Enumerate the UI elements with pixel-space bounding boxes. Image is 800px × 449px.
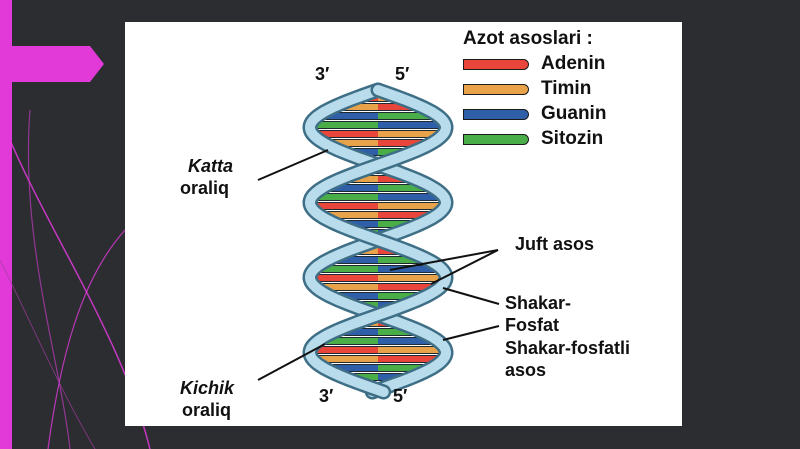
base-right: [378, 293, 423, 299]
base-right: [378, 122, 442, 128]
strand-end-label: 5′: [393, 386, 408, 406]
dna-double-helix: [257, 82, 500, 400]
base-right: [378, 104, 419, 110]
major-groove-pointer: [257, 149, 329, 181]
pointer-lines: [257, 149, 500, 381]
sugar-phosphate-base-label: asos: [505, 360, 547, 380]
base-left: [323, 212, 378, 218]
base-left: [333, 293, 378, 299]
base-right: [378, 338, 435, 344]
minor-groove-pointer: [257, 343, 326, 381]
base-right: [378, 212, 433, 218]
base-left: [327, 365, 378, 371]
base-left: [327, 140, 378, 146]
base-left: [314, 203, 378, 209]
base-left: [337, 104, 378, 110]
minor-groove-label: Kichik: [180, 378, 235, 398]
base-left: [326, 185, 378, 191]
decorative-curve: [47, 229, 126, 449]
base-right: [378, 257, 425, 263]
base-right: [378, 275, 442, 281]
base-left: [314, 122, 378, 128]
base-left: [321, 338, 378, 344]
base-left: [319, 284, 378, 290]
base-pair-label: Juft asos: [515, 234, 595, 254]
base-left: [316, 131, 378, 137]
base-right: [378, 176, 412, 182]
sugar-phosphate-pointer: [442, 287, 500, 305]
base-right: [378, 194, 441, 200]
base-left: [321, 113, 378, 119]
legend-swatch: [463, 133, 529, 145]
legend-item-cytosine: Sitozin: [463, 127, 603, 151]
base-pair-pointer: [430, 249, 499, 285]
base-right: [378, 131, 440, 137]
base-left: [316, 356, 378, 362]
legend-label: Timin: [541, 78, 592, 99]
base-right: [378, 356, 440, 362]
base-left: [315, 194, 378, 200]
legend-item-thymine: Timin: [463, 77, 591, 101]
legend-swatch: [463, 83, 529, 95]
base-right: [378, 329, 419, 335]
minor-groove-label: oraliq: [182, 400, 232, 420]
legend-swatch: [463, 108, 529, 120]
legend-title: Azot asoslari :: [463, 28, 593, 49]
dna-figure: 3′ 5′ 3′ 5′ Katta oraliq Kichik oraliq J…: [125, 22, 682, 426]
base-right: [378, 347, 442, 353]
legend-label: Guanin: [541, 103, 607, 124]
strand-end-label: 3′: [319, 386, 334, 406]
base-left: [331, 257, 378, 263]
base-left: [344, 176, 378, 182]
base-right: [378, 284, 437, 290]
base-left: [337, 329, 378, 335]
major-groove-label: oraliq: [180, 178, 230, 198]
base-right: [378, 140, 429, 146]
sugar-phosphate-label: Fosfat: [505, 315, 559, 335]
decorative-curve: [27, 109, 71, 449]
strand-end-label: 3′: [315, 64, 330, 84]
base-right: [378, 365, 429, 371]
sugar-phosphate-label: Shakar-: [505, 293, 572, 313]
base-right: [378, 185, 430, 191]
base-left: [318, 266, 378, 272]
base-right: [378, 113, 435, 119]
base-right: [378, 221, 417, 227]
strand-end-label: 5′: [395, 64, 410, 84]
legend-item-adenine: Adenin: [463, 52, 605, 76]
major-groove-label: Katta: [188, 156, 234, 176]
legend-item-guanine: Guanin: [463, 102, 606, 126]
base-left: [339, 221, 378, 227]
base-left: [314, 275, 378, 281]
sugar-phosphate-strand-front-fill: [304, 85, 452, 397]
sugar-phosphate-base-pointer: [442, 325, 500, 341]
legend-label: Adenin: [541, 53, 606, 74]
legend-label: Sitozin: [541, 128, 604, 149]
decorative-curve: [0, 259, 96, 449]
legend-swatch: [463, 58, 529, 70]
base-right: [378, 203, 442, 209]
base-pair-pointer: [389, 249, 499, 271]
accent-arrow-tab: [0, 46, 104, 82]
sugar-phosphate-base-label: Shakar-fosfatli: [505, 338, 631, 358]
base-left: [314, 347, 378, 353]
base-right: [378, 266, 438, 272]
